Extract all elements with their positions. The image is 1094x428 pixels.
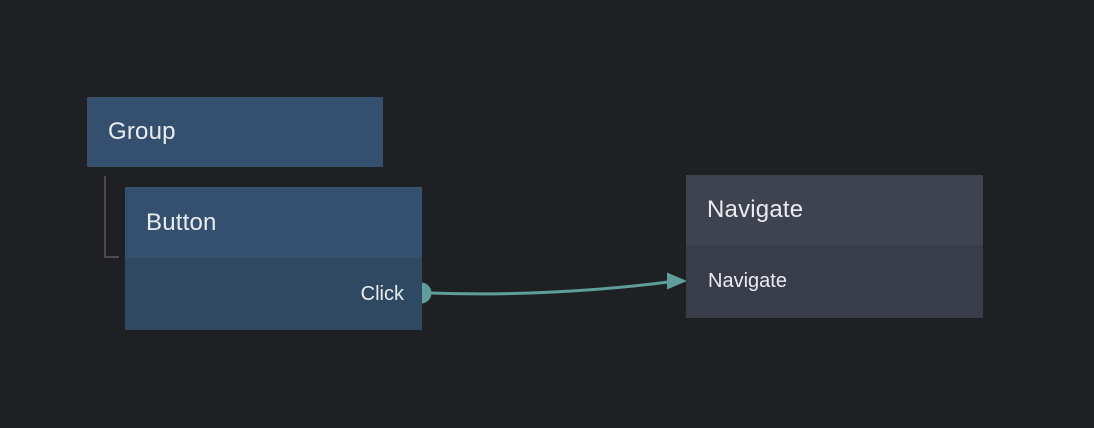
node-button-header[interactable]: Button: [125, 187, 422, 258]
node-button[interactable]: Button Click: [125, 187, 422, 330]
output-port-click-label: Click: [360, 282, 404, 305]
node-navigate-title: Navigate: [707, 196, 804, 223]
node-navigate-header[interactable]: Navigate: [686, 175, 983, 245]
input-port-navigate-label: Navigate: [708, 270, 787, 292]
node-group-header[interactable]: Group: [87, 97, 383, 167]
tree-connector-line: [104, 176, 119, 258]
node-button-title: Button: [146, 208, 217, 236]
node-navigate[interactable]: Navigate Navigate: [686, 175, 983, 318]
node-group[interactable]: Group: [87, 97, 383, 167]
node-button-output-port-click[interactable]: Click: [125, 258, 422, 330]
node-group-title: Group: [108, 118, 176, 145]
connection-edge[interactable]: [430, 280, 669, 296]
connection-arrowhead-icon: [667, 272, 687, 290]
node-navigate-input-port[interactable]: Navigate: [686, 245, 983, 318]
